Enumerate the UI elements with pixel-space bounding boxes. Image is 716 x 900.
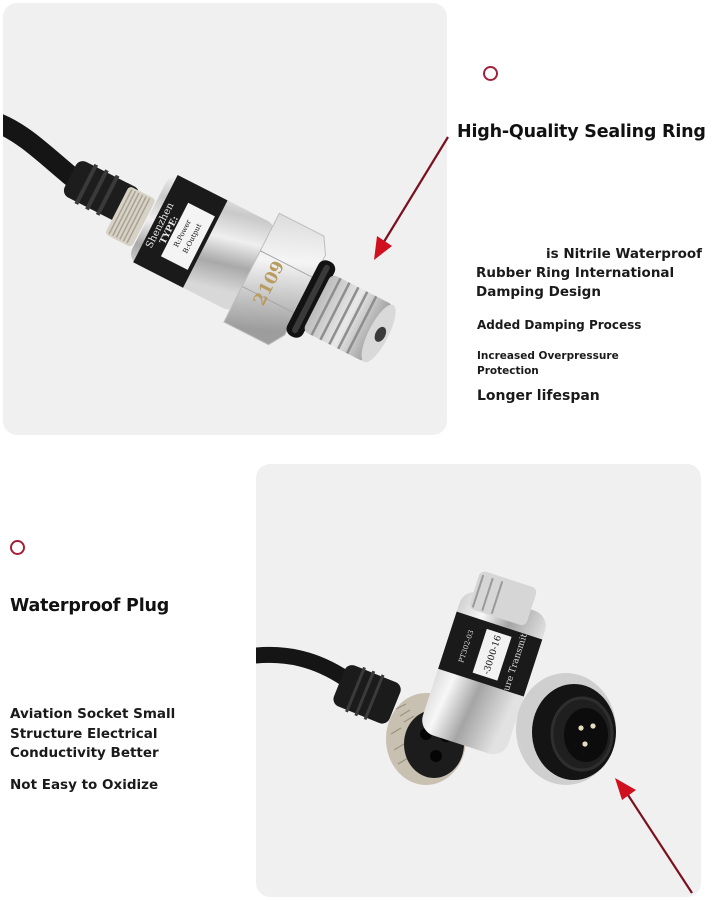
description-line: Damping Design xyxy=(476,284,601,300)
sensor-body: -3000-16 PT302-03 ure Transmit xyxy=(422,571,546,755)
sealing-ring-description: is Nitrile Waterproof Rubber Ring Intern… xyxy=(476,245,716,302)
sealing-ring-product-image: Shenzhen TYPE: R:Power B:Output 2109 xyxy=(3,3,447,435)
aviation-connector-illustration: -3000-16 PT302-03 ure Transmit xyxy=(256,571,616,785)
description-line: Rubber Ring International xyxy=(476,265,675,281)
description-line: Structure Electrical xyxy=(10,725,158,742)
description-line: Aviation Socket Small xyxy=(10,706,176,722)
feature-overpressure: Increased Overpressure Protection xyxy=(477,350,619,377)
feature-oxidize: Not Easy to Oxidize xyxy=(10,777,159,793)
knurled-nut xyxy=(106,187,155,247)
plug-pins xyxy=(564,708,608,762)
description-line: is Nitrile Waterproof xyxy=(546,246,703,262)
feature-lifespan: Longer lifespan xyxy=(477,388,600,404)
section-bullet-ring-icon xyxy=(483,66,498,81)
pressure-sensor-illustration: Shenzhen TYPE: R:Power B:Output 2109 xyxy=(3,114,396,363)
cable xyxy=(256,646,354,687)
feature-damping: Added Damping Process xyxy=(477,318,642,332)
description-line: Conductivity Better xyxy=(10,745,159,761)
section-bullet-ring-icon xyxy=(10,540,25,555)
section-heading-waterproof-plug: Waterproof Plug xyxy=(10,596,170,616)
waterproof-plug-product-image: -3000-16 PT302-03 ure Transmit xyxy=(256,464,701,897)
waterproof-plug-description: Aviation Socket Small Structure Electric… xyxy=(10,705,175,764)
sensor-body: Shenzhen TYPE: R:Power B:Output 2109 xyxy=(131,174,396,363)
female-connector xyxy=(333,665,401,724)
section-heading-sealing-ring: High-Quality Sealing Ring xyxy=(457,122,706,142)
